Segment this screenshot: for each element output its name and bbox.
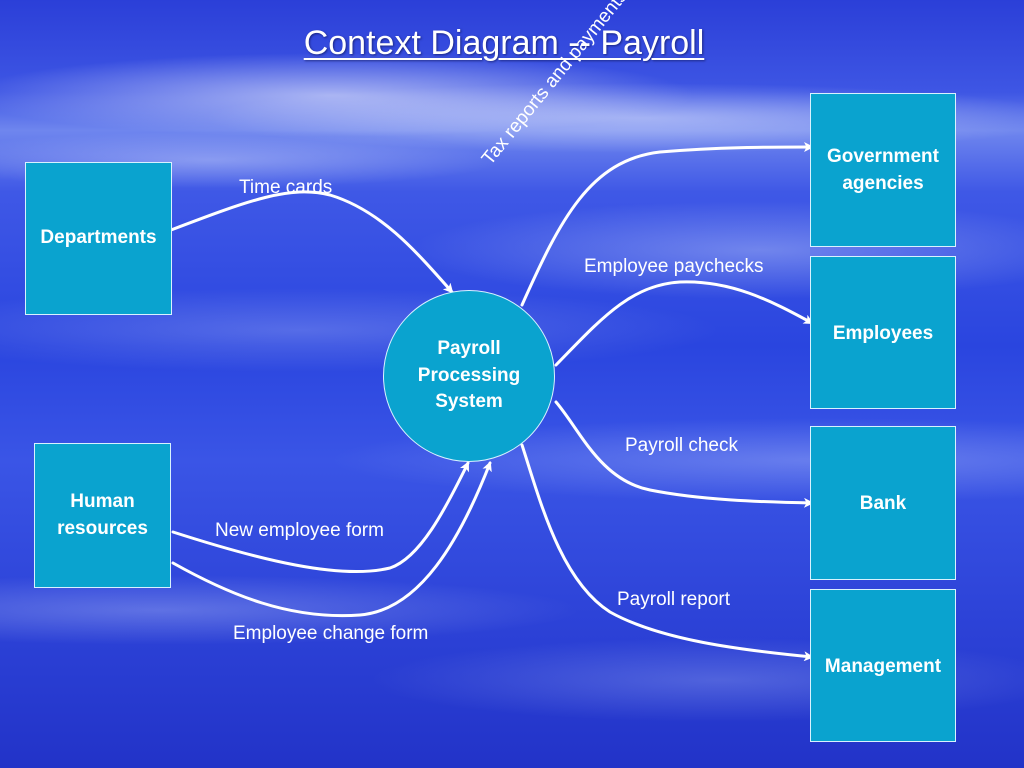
entity-human-resources-label-2: resources bbox=[57, 517, 148, 539]
entity-human-resources: Human resources bbox=[34, 443, 171, 588]
flow-label-employee-change-form: Employee change form bbox=[233, 623, 429, 644]
entity-management-label: Management bbox=[824, 656, 942, 677]
entity-government-label-2: agencies bbox=[842, 172, 924, 194]
entity-bank: Bank bbox=[810, 426, 956, 580]
entity-government-label-1: Government bbox=[827, 146, 939, 167]
entity-employees-label: Employees bbox=[832, 323, 934, 344]
flow-label-payroll-check: Payroll check bbox=[625, 435, 738, 456]
flow-label-employee-paychecks: Employee paychecks bbox=[584, 256, 764, 277]
flow-label-payroll-report: Payroll report bbox=[617, 589, 730, 610]
arrow-payroll-report bbox=[520, 443, 814, 662]
slide-title: Context Diagram -- Payroll bbox=[303, 24, 705, 62]
entity-government-agencies: Government agencies bbox=[810, 93, 956, 247]
process-payroll-processing-system: Payroll Processing System bbox=[383, 290, 555, 462]
entity-departments: Departments bbox=[25, 162, 172, 315]
arrow-new-employee-form bbox=[171, 461, 470, 574]
process-label-1: Payroll bbox=[437, 338, 501, 360]
arrow-tax-reports bbox=[520, 142, 814, 307]
entity-bank-label: Bank bbox=[859, 493, 907, 514]
entity-departments-label: Departments bbox=[40, 227, 157, 249]
arrow-employee-paychecks bbox=[554, 280, 814, 367]
flow-label-time-cards: Time cards bbox=[239, 177, 333, 198]
flow-label-new-employee-form: New employee form bbox=[215, 520, 384, 541]
entity-employees: Employees bbox=[810, 256, 956, 409]
process-label-2: Processing bbox=[417, 364, 521, 386]
process-label-3: System bbox=[435, 391, 503, 413]
entity-human-resources-label-1: Human bbox=[70, 490, 135, 512]
arrow-time-cards bbox=[169, 190, 454, 294]
entity-management: Management bbox=[810, 589, 956, 742]
